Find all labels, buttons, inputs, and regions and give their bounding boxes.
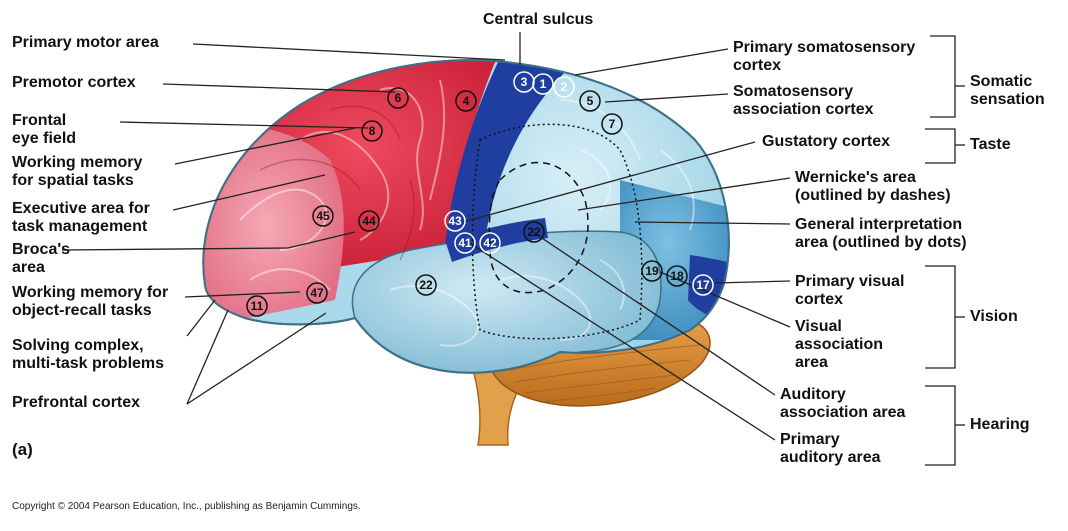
area-number-41: 41 [454, 232, 476, 254]
area-number-43: 43 [444, 210, 466, 232]
area-number-11: 11 [246, 295, 268, 317]
area-number-5: 5 [579, 90, 601, 112]
area-number-text: 17 [696, 278, 710, 292]
label-solving-complex: Solving complex, multi-task problems [12, 337, 165, 372]
label-wernickes-area: Wernicke's area (outlined by dashes) [795, 169, 951, 204]
area-number-text: 22 [527, 225, 541, 239]
label-primary-auditory: Primary auditory area [780, 431, 881, 466]
area-number-8: 8 [361, 120, 383, 142]
area-number-text: 11 [251, 299, 264, 313]
label-executive-area: Executive area for task management [12, 200, 150, 235]
label-general-interpretation: General interpretation area (outlined by… [795, 216, 967, 251]
area-number-text: 5 [587, 94, 594, 108]
somatosensory-strip [445, 60, 565, 245]
figure-label: (a) [12, 440, 33, 459]
area-number-text: 45 [316, 209, 330, 223]
area-number-22: 22 [523, 221, 545, 243]
area-number-text: 19 [645, 264, 659, 278]
area-number-7: 7 [601, 113, 623, 135]
area-number-22: 22 [415, 274, 437, 296]
area-number-text: 1 [540, 77, 547, 91]
label-working-memory-object: Working memory for object-recall tasks [12, 284, 169, 319]
area-number-text: 42 [483, 236, 497, 250]
label-auditory-association: Auditory association area [780, 386, 906, 421]
label-primary-somatosensory: Primary somatosensory cortex [733, 39, 916, 74]
area-number-text: 22 [419, 278, 433, 292]
label-premotor-cortex: Premotor cortex [12, 74, 136, 91]
area-number-text: 18 [670, 269, 684, 283]
area-number-text: 7 [609, 117, 616, 131]
area-number-17: 17 [692, 274, 714, 296]
area-number-42: 42 [479, 232, 501, 254]
wernickes-outline [488, 161, 589, 294]
label-visual-association: Visual association area [795, 318, 884, 371]
group-somatic-sensation: Somatic sensation [970, 73, 1045, 108]
group-vision: Vision [970, 308, 1018, 325]
label-gustatory-cortex: Gustatory cortex [762, 133, 891, 150]
group-hearing: Hearing [970, 416, 1030, 433]
label-somatosensory-association: Somatosensory association cortex [733, 83, 874, 118]
copyright-notice: Copyright © 2004 Pearson Education, Inc.… [12, 501, 361, 512]
area-number-text: 4 [463, 94, 470, 108]
area-number-47: 47 [306, 282, 328, 304]
area-number-4: 4 [455, 90, 477, 112]
label-primary-visual: Primary visual cortex [795, 273, 905, 308]
area-number-text: 47 [310, 286, 324, 300]
label-prefrontal-cortex: Prefrontal cortex [12, 394, 141, 411]
area-number-18: 18 [666, 265, 688, 287]
area-number-text: 43 [448, 214, 462, 228]
area-number-text: 2 [561, 80, 568, 94]
label-frontal-eye-field: Frontal eye field [12, 112, 77, 147]
area-number-1: 1 [532, 73, 554, 95]
area-number-19: 19 [641, 260, 663, 282]
label-central-sulcus: Central sulcus [483, 11, 594, 28]
area-number-6: 6 [387, 87, 409, 109]
area-number-45: 45 [312, 205, 334, 227]
label-brocas-area: Broca's area [12, 241, 71, 276]
area-number-text: 44 [362, 214, 376, 228]
group-taste: Taste [970, 136, 1011, 153]
label-primary-motor-area: Primary motor area [12, 34, 159, 51]
area-number-44: 44 [358, 210, 380, 232]
area-number-text: 3 [521, 75, 528, 89]
area-number-text: 41 [458, 236, 472, 250]
label-working-memory-spatial: Working memory for spatial tasks [12, 154, 143, 189]
area-number-3: 3 [513, 71, 535, 93]
area-number-2: 2 [553, 76, 575, 98]
area-number-text: 6 [395, 91, 402, 105]
area-number-text: 8 [369, 124, 376, 138]
